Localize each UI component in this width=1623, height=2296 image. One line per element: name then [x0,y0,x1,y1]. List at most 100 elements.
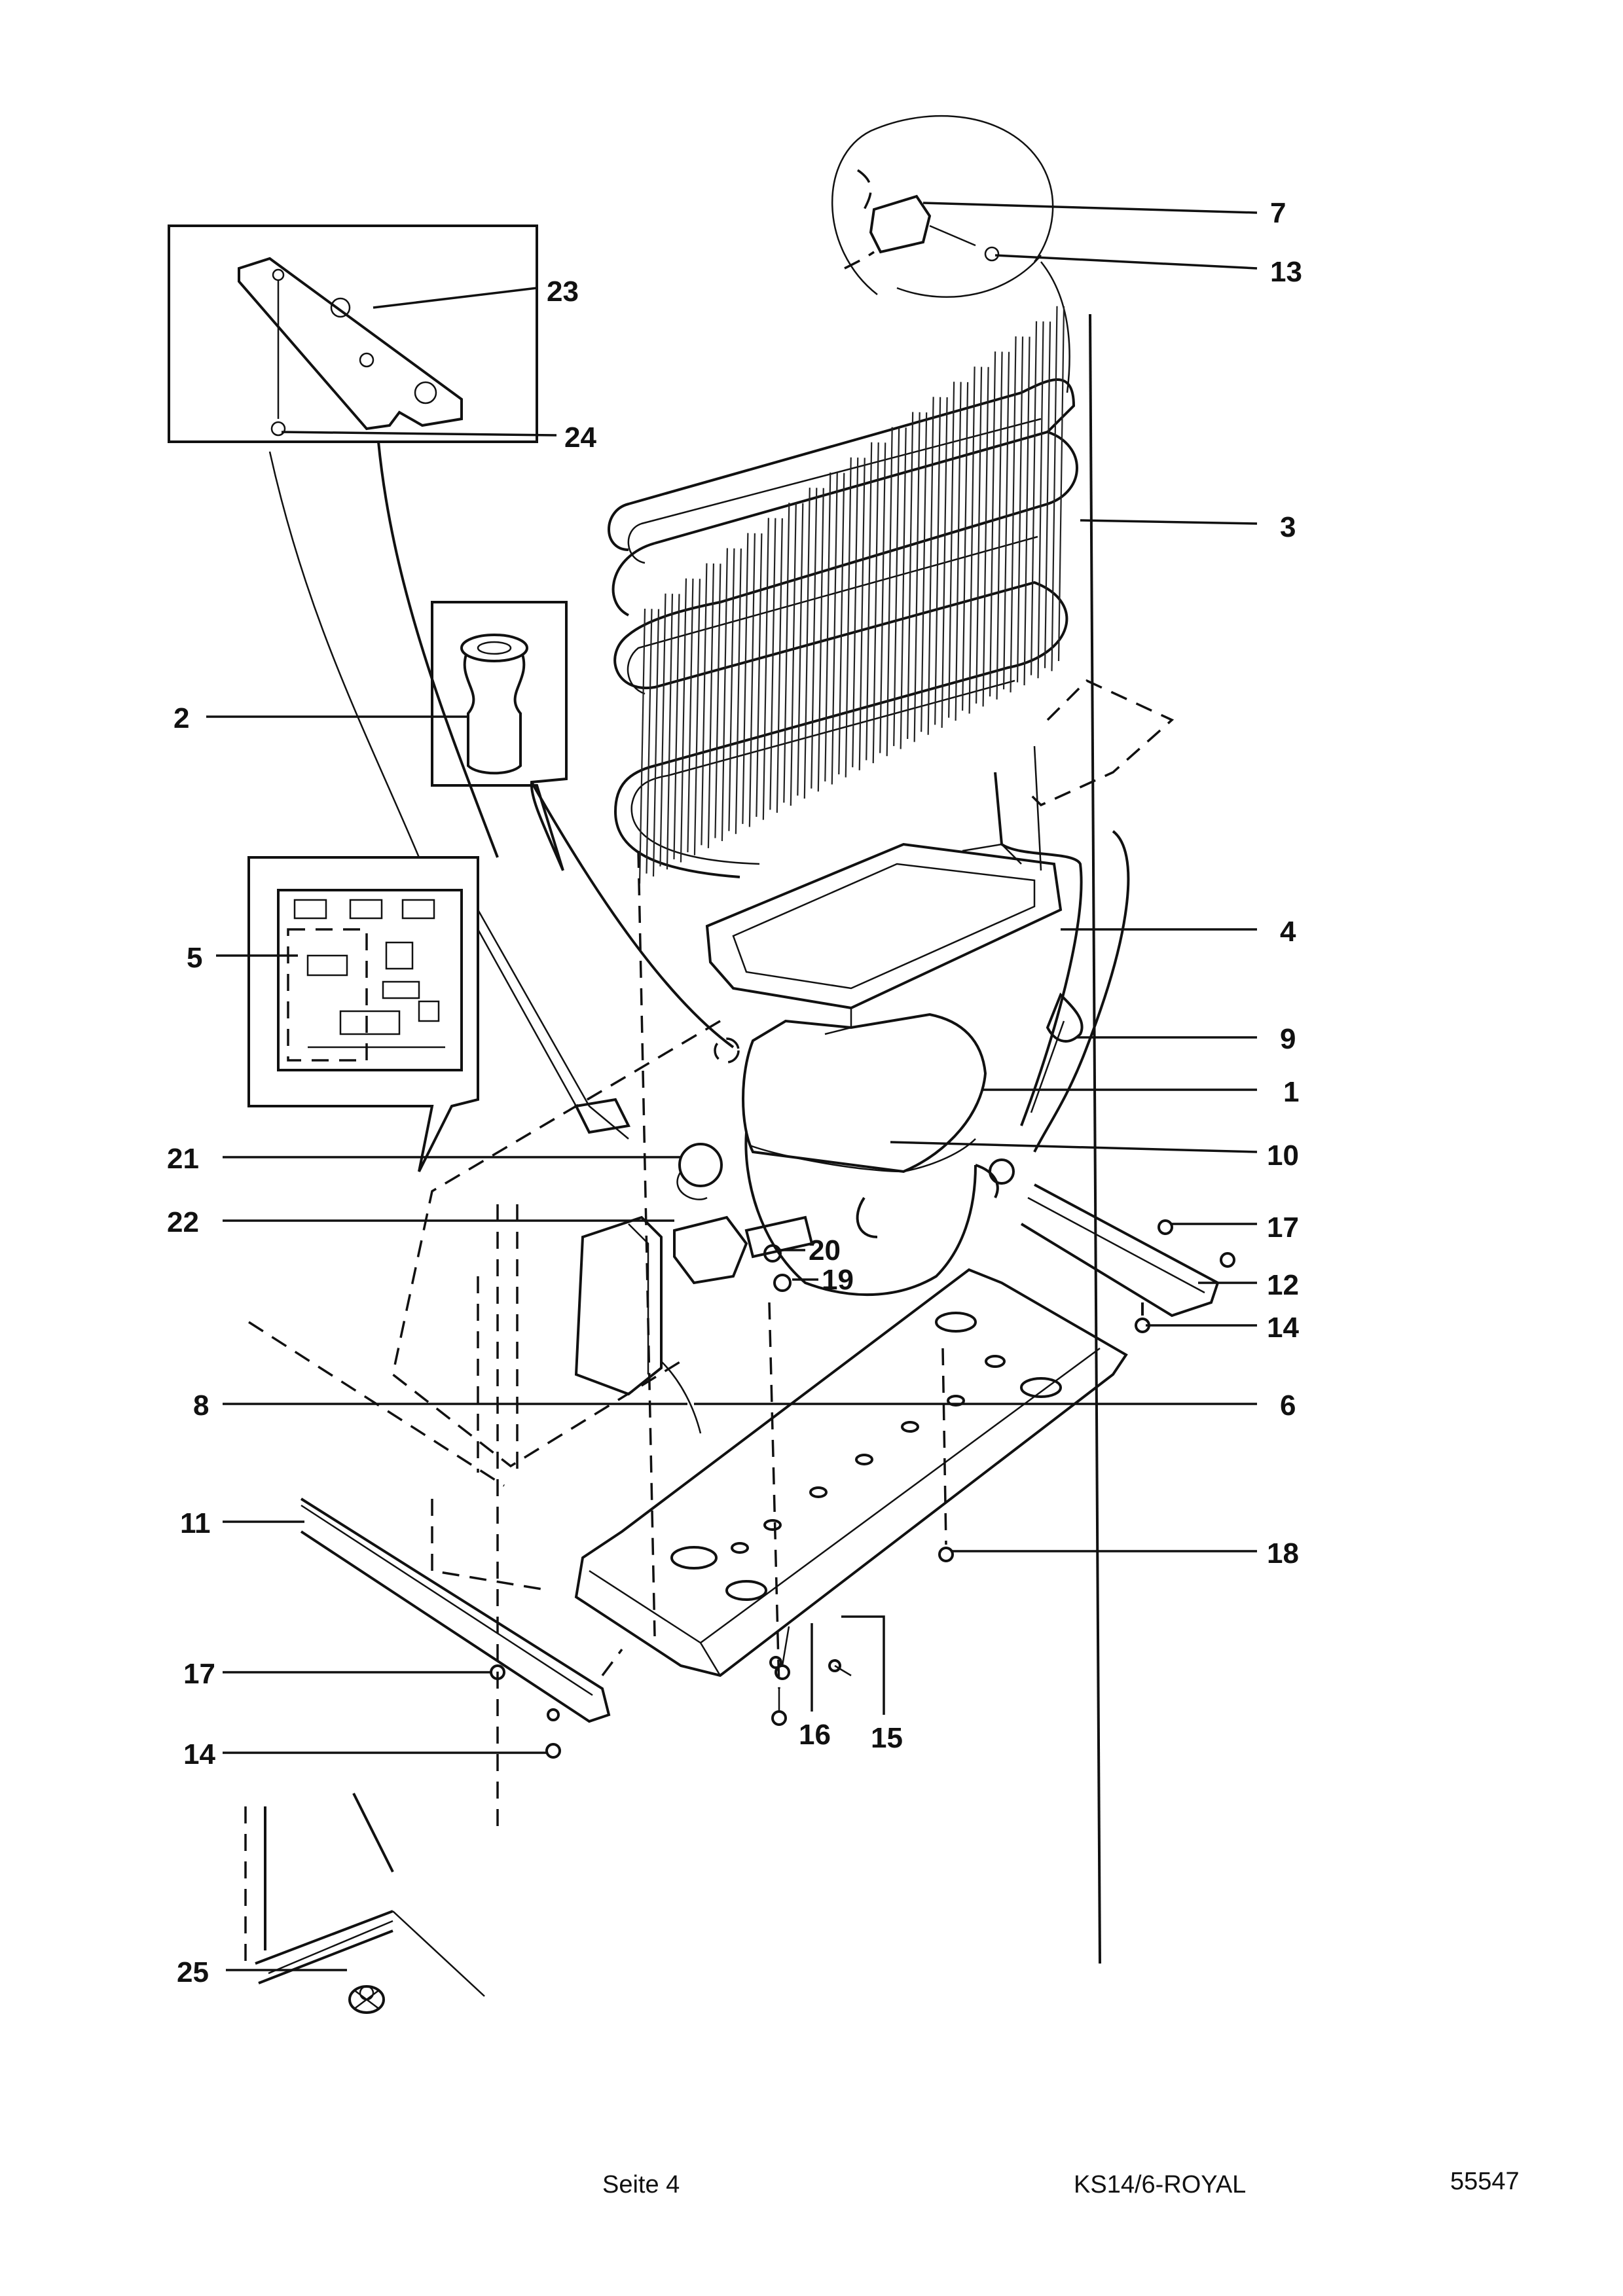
compressor [742,1013,1015,1297]
condenser-fin [1023,336,1030,686]
inset-guide-arc [377,441,499,858]
callout-17-lower: 17 [183,1658,215,1690]
condenser-fin [693,579,701,855]
condenser-fin [646,609,653,874]
condenser-fin [1057,306,1065,662]
condenser-fin [866,442,873,761]
callout-20: 20 [809,1234,841,1266]
callout-18: 18 [1267,1537,1299,1570]
grommet-inset [431,601,740,1064]
condenser-fin [783,503,790,803]
condenser-fin [1044,321,1051,668]
refrigerant-tubes [994,772,1130,1153]
callout-24: 24 [564,422,596,454]
condenser-fin [638,608,646,884]
condenser-fin [756,533,763,817]
inset-guide-arc-2 [268,451,420,858]
footer-doc-number: 55547 [1450,2168,1520,2195]
condenser-fin [838,473,845,775]
condenser-fin [680,578,687,863]
condenser-fin [982,367,989,707]
callout-14: 14 [1267,1312,1299,1344]
callout-12: 12 [1267,1269,1299,1301]
condenser-fin [955,382,962,721]
condenser-fin [948,382,955,718]
leader-lines [206,202,1258,1971]
control-board-inset [247,856,630,1172]
cabinet-inner-line [1033,745,1042,871]
condenser-fin [852,457,859,768]
callout-5: 5 [187,942,202,974]
condenser-fin [687,579,694,853]
condenser-fin [872,442,879,764]
condenser-fin [811,488,818,789]
callout-17: 17 [1267,1211,1299,1244]
condenser-fin [790,503,797,806]
condenser-fin [714,564,721,838]
callout-3: 3 [1280,511,1296,543]
condenser-fin [673,594,680,859]
cabinet-back-edge [1089,314,1101,1964]
condenser-fin [652,609,660,877]
condenser-fin [748,533,756,827]
callout-7: 7 [1270,197,1286,229]
callout-16: 16 [799,1719,831,1751]
bracket-inset [168,224,538,443]
callout-25: 25 [177,1956,209,1988]
condenser-fin [975,367,983,704]
condenser-fin [900,427,907,749]
callout-11: 11 [180,1507,211,1539]
page-footer: Seite 4 KS14/6-ROYAL 55547 [602,2168,1520,2198]
drip-tray [705,842,1063,1035]
condenser-fin [817,488,824,792]
condenser-fin [728,548,735,831]
condenser-fin [735,548,742,834]
condenser-fin [742,533,749,824]
condenser-fin [886,427,893,757]
condenser-fin [941,397,948,728]
callout-14-lower: 14 [183,1738,215,1770]
condenser-fin [831,473,838,785]
callout-4: 4 [1280,916,1296,948]
condenser-fin [1037,321,1044,679]
condenser-fin [934,397,941,725]
adjustable-foot [244,1793,485,2014]
callout-22: 22 [167,1206,199,1238]
mounting-rails [300,1183,1220,1723]
footer-model: KS14/6-ROYAL [1074,2171,1246,2198]
condenser-fin [769,518,776,810]
callout-9: 9 [1280,1023,1296,1055]
thermostat-detail [831,115,1070,393]
condenser-fin [701,563,708,846]
condenser-fin [666,594,674,870]
condenser-fin [962,382,969,711]
callout-10: 10 [1267,1139,1299,1172]
condenser-fin [927,397,934,735]
callout-1: 1 [1283,1076,1299,1108]
condenser-fin [1051,306,1058,672]
condenser-fin [989,351,996,697]
condenser-fin [879,442,886,753]
condenser-fin [721,548,729,842]
condenser-fin [762,518,769,820]
condenser-fin [845,457,852,778]
condenser-fin [996,351,1003,700]
fasteners [490,1204,1235,1833]
callout-19: 19 [822,1264,854,1296]
callout-labels: 7 13 23 24 3 2 4 5 9 1 21 10 22 17 20 19… [167,197,1302,1988]
condenser-fin [907,412,914,740]
condenser-fin [707,563,715,848]
condenser-fin [659,593,666,867]
condenser-fin [893,427,900,746]
callout-8: 8 [193,1390,209,1422]
condenser-fin [968,367,976,714]
cabinet-outline-dashed [1027,679,1175,807]
callout-2: 2 [173,702,189,734]
callout-13: 13 [1270,256,1302,288]
callout-6: 6 [1280,1390,1296,1422]
condenser-fin [1010,336,1017,692]
condenser-fin [776,518,783,813]
cabinet-left-dashed [637,850,656,1637]
condenser-fin [797,503,804,796]
